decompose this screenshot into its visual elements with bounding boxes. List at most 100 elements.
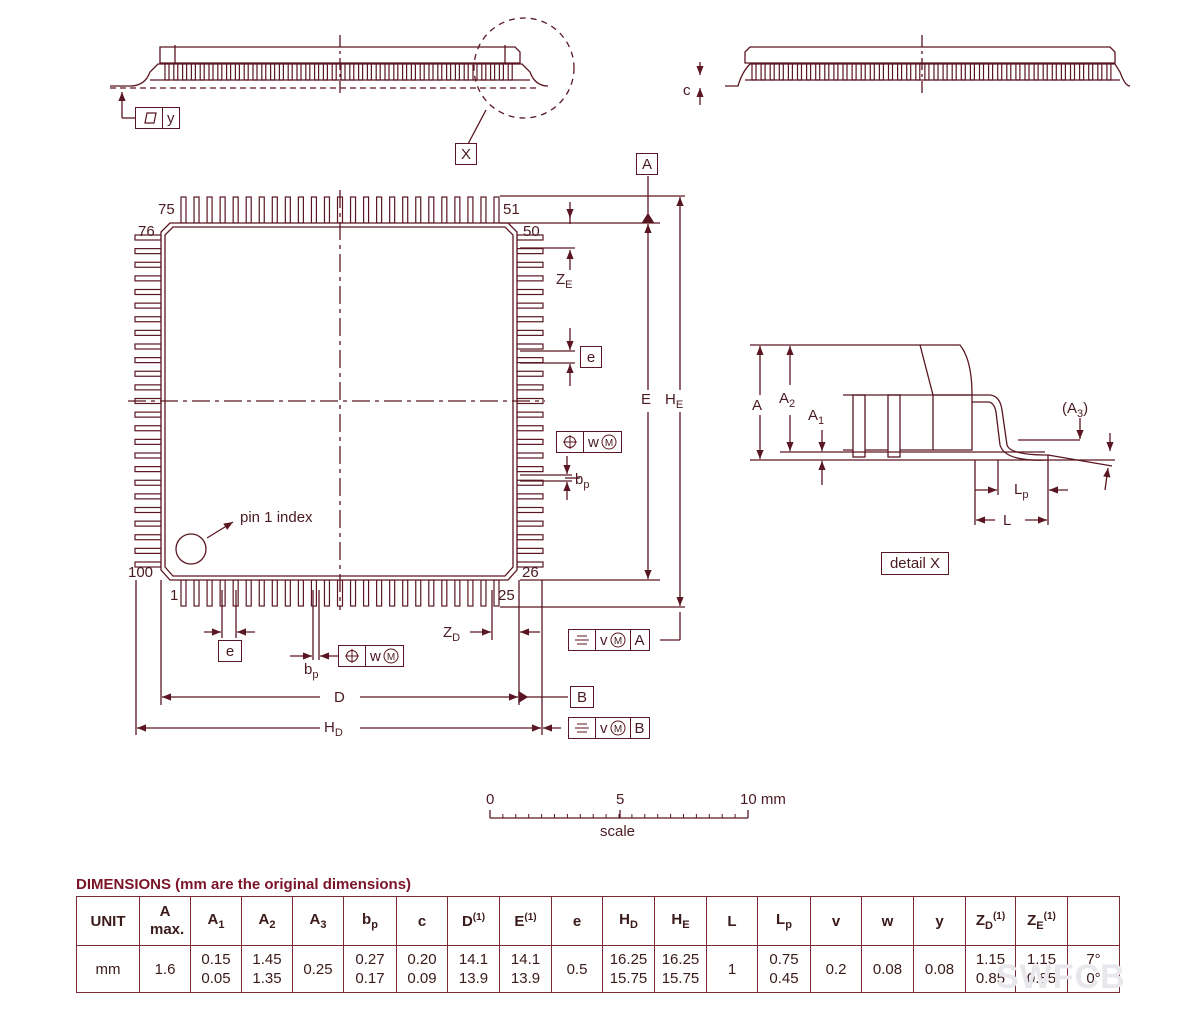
side-lead <box>507 62 513 81</box>
package-pin-top <box>467 196 474 224</box>
side-lead <box>1051 62 1057 81</box>
package-pin-left <box>134 438 162 445</box>
side-lead <box>851 62 857 81</box>
side-lead <box>463 62 469 81</box>
e-bottom-box: e <box>218 640 242 662</box>
header-d: D(1) <box>447 896 500 946</box>
package-pin-bottom <box>323 579 331 607</box>
cell-a3: 0.25 <box>292 945 344 993</box>
detail-A2-label: A2 <box>779 390 796 410</box>
header-bp: bp <box>343 896 397 946</box>
package-pin-bottom <box>402 579 409 607</box>
side-lead <box>270 62 276 81</box>
watermark: SWFCB <box>996 958 1126 996</box>
package-pin-right <box>516 248 544 255</box>
package-pin-right <box>516 425 544 432</box>
package-pin-top <box>180 196 187 224</box>
side-lead <box>805 62 812 81</box>
side-view-left <box>110 17 575 145</box>
package-pin-top <box>271 196 278 224</box>
datum-a-text: A <box>641 155 652 173</box>
side-lead <box>296 62 302 81</box>
side-lead <box>1088 62 1094 81</box>
side-lead <box>951 62 957 81</box>
package-pin-bottom <box>376 579 383 607</box>
package-pin-right <box>516 384 544 391</box>
package-pin-bottom <box>206 579 213 607</box>
side-lead <box>906 62 912 81</box>
package-pin-bottom <box>284 579 291 607</box>
svg-text:M: M <box>613 636 621 647</box>
package-pin-bottom <box>245 579 252 607</box>
side-lead <box>778 62 784 81</box>
package-pin-right <box>516 534 544 541</box>
side-lead <box>942 62 948 81</box>
package-pin-bottom <box>297 579 304 607</box>
package-pin-bottom <box>480 579 487 607</box>
dimensions-table: UNIT A max. A1 A2 A3 bp c D(1) E(1) e HD… <box>76 896 1120 993</box>
position-icon <box>557 432 584 452</box>
package-pin-top <box>206 196 213 224</box>
pin-100-label: 100 <box>128 564 154 581</box>
side-lead <box>278 62 284 81</box>
side-lead <box>1024 62 1030 81</box>
e-bottom-text: e <box>225 642 235 660</box>
side-lead <box>226 62 232 81</box>
package-pin-right <box>516 302 544 309</box>
header-lp: Lp <box>757 896 811 946</box>
detail-A3-label: (A3) <box>1062 400 1089 420</box>
cell-e: 0.5 <box>551 945 603 993</box>
table-header-row: UNIT A max. A1 A2 A3 bp c D(1) E(1) e HD… <box>76 896 1120 946</box>
side-view-right <box>696 35 1131 105</box>
package-pin-right <box>516 438 544 445</box>
package-pin-left <box>134 452 162 459</box>
pin-75-label: 75 <box>158 201 175 218</box>
package-pin-left <box>134 534 162 541</box>
cell-a: 1.6 <box>139 945 191 993</box>
package-pin-left <box>134 370 162 377</box>
scale-0: 0 <box>486 791 495 808</box>
E-label: E <box>641 391 652 408</box>
c-label: c <box>683 82 691 99</box>
pin-1-label: 1 <box>170 587 179 604</box>
header-e: e <box>551 896 603 946</box>
package-pin-top <box>376 196 383 224</box>
package-pin-left <box>134 425 162 432</box>
package-pin-top <box>415 196 422 224</box>
side-lead <box>322 62 328 81</box>
side-lead <box>1006 62 1012 81</box>
package-pin-right <box>516 547 544 554</box>
header-he: HE <box>654 896 707 946</box>
side-lead <box>824 62 830 81</box>
bp-bottom-label: bp <box>304 661 319 681</box>
side-lead <box>869 62 875 81</box>
scale-5: 5 <box>616 791 625 808</box>
side-lead <box>978 62 985 81</box>
package-pin-left <box>134 466 162 473</box>
package-pin-top <box>232 196 239 224</box>
bp-right-label: bp <box>575 471 590 491</box>
side-lead <box>769 62 775 81</box>
ze-label: ZE <box>556 271 573 291</box>
side-lead <box>410 62 416 81</box>
package-pin-top <box>349 196 357 224</box>
package-pin-top <box>258 196 265 224</box>
header-a1: A1 <box>190 896 242 946</box>
side-lead <box>287 62 293 81</box>
side-lead <box>182 62 188 81</box>
package-pin-right <box>516 493 544 500</box>
package-pin-left <box>134 384 162 391</box>
side-lead <box>1015 62 1021 81</box>
side-lead <box>924 62 930 81</box>
detail-L-label: L <box>1003 512 1012 529</box>
zd-label: ZD <box>443 624 461 644</box>
cell-unit: mm <box>76 945 140 993</box>
